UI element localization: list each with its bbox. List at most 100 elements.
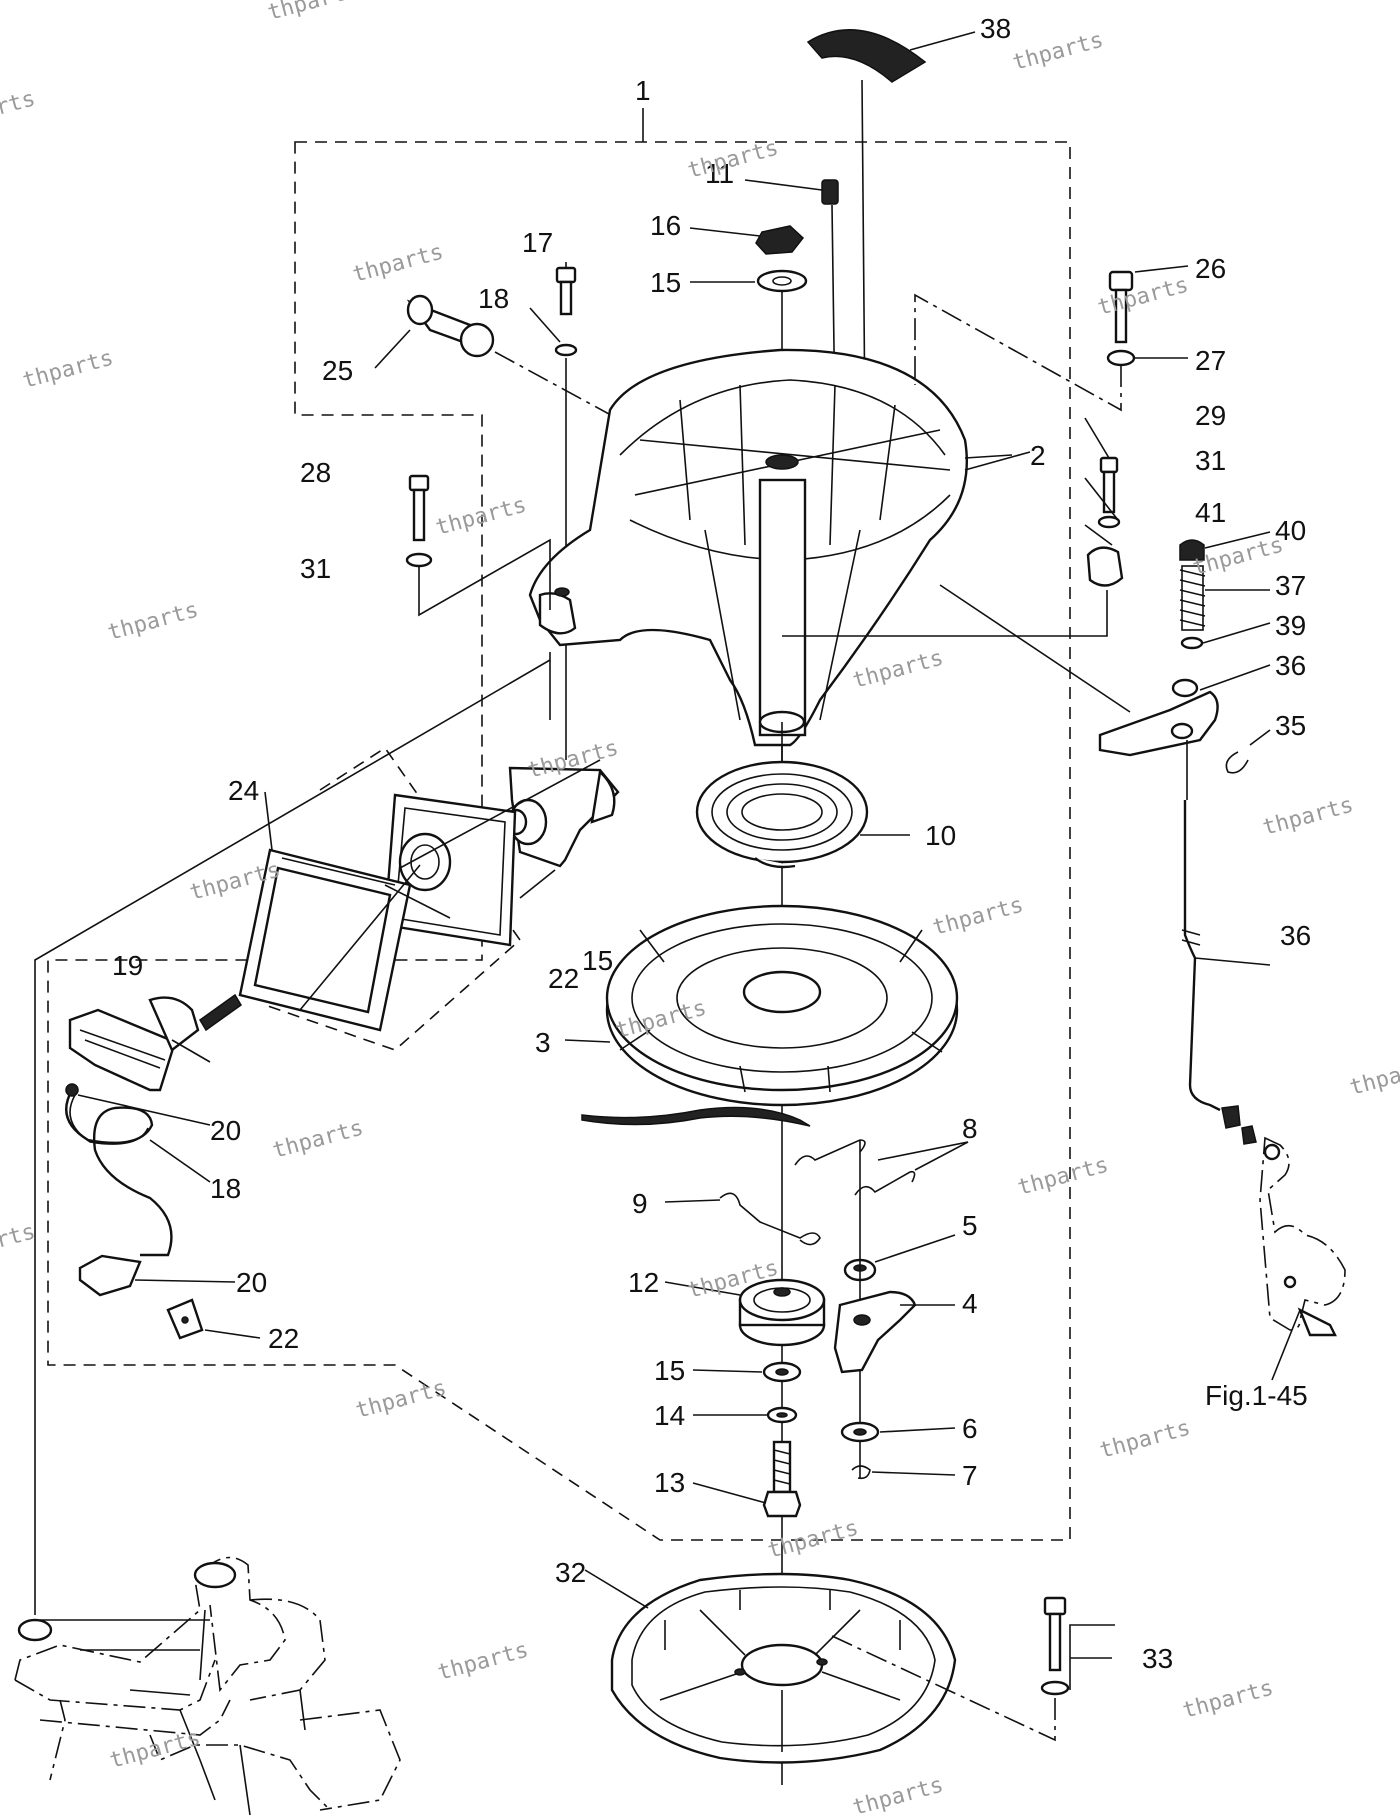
part-30-bolt-left-head <box>408 474 430 492</box>
part-33-bolt-head <box>1043 1596 1067 1616</box>
part-26-pin <box>406 294 495 358</box>
part-2-starter-housing <box>528 348 969 747</box>
callout-12: 12 <box>628 1267 659 1298</box>
callout-23: 20 <box>210 1115 241 1146</box>
callout-39: 40 <box>1275 515 1306 546</box>
watermark-19: thparts <box>353 1376 449 1424</box>
watermark-14: thparts <box>930 893 1026 941</box>
callout-8: 8 <box>962 1113 978 1144</box>
fig-1-45-linkage <box>1221 1105 1346 1337</box>
axis-30-31-left <box>418 538 551 617</box>
watermark-edge-right: thpa <box>1347 1063 1400 1101</box>
part-15-washer-lower-hole <box>775 1368 789 1376</box>
callout-4: 4 <box>962 1288 978 1319</box>
part-34-clip <box>1225 751 1249 774</box>
assembly-1-boundary <box>47 141 1071 1541</box>
callout-1: 1 <box>635 75 651 106</box>
callout-17: 15 <box>582 945 613 976</box>
watermark-17: thparts <box>1015 1153 1111 1201</box>
axis-26 <box>494 351 621 421</box>
watermark-21: thparts <box>765 1516 861 1564</box>
watermark-4: thparts <box>350 240 446 288</box>
part-30-bolt-right-head <box>1099 456 1119 474</box>
part-4-ratchet <box>833 1290 917 1374</box>
part-11-pin <box>821 179 839 205</box>
callout-11: 11 <box>705 158 734 189</box>
callout-27: 24 <box>228 775 259 806</box>
part-8-spring-b <box>854 1170 916 1196</box>
part-12-drive-plate <box>738 1278 826 1347</box>
part-18-bolt-head <box>555 266 577 284</box>
leader-lines <box>77 31 1271 1690</box>
callout-2: 2 <box>1030 440 1046 471</box>
part-30-bolt-right-shank <box>1102 470 1116 514</box>
watermark-1: thparts <box>265 0 361 26</box>
callout-30-left: 28 <box>300 457 331 488</box>
watermark-edge-left-2: rts <box>0 1219 38 1253</box>
part-3-sheave <box>581 904 959 1127</box>
watermark-25: thparts <box>850 1773 946 1819</box>
part-4-ratchet-hole <box>853 1314 871 1326</box>
watermark-9: thparts <box>105 598 201 646</box>
watermark-24: thparts <box>107 1726 203 1774</box>
callout-38: 36 <box>1280 920 1311 951</box>
callout-41: 38 <box>980 13 1011 44</box>
callout-13: 13 <box>654 1467 685 1498</box>
part-31-washer-left <box>405 552 433 568</box>
leader-fig-1-45 <box>1271 1309 1301 1381</box>
axis-33 <box>829 1634 1056 1742</box>
part-16-nut <box>755 225 805 255</box>
part-36-spring <box>1179 565 1206 631</box>
part-28-bolt-shank <box>1114 288 1128 344</box>
engine-body-reference <box>14 1556 401 1816</box>
axis-lower-cover <box>299 864 421 1011</box>
callout-3: 3 <box>535 1027 551 1058</box>
callout-19: 18 <box>478 283 509 314</box>
watermark-23: thparts <box>1180 1676 1276 1724</box>
watermark-16: thparts <box>270 1116 366 1164</box>
part-39-cap <box>1179 539 1205 561</box>
part-29-washer <box>1106 349 1136 367</box>
part-18-bolt-shank <box>559 280 573 316</box>
watermark-edge-left-1: rts <box>0 86 38 120</box>
sub-assembly-boundary <box>264 746 522 1051</box>
callout-30-right: 29 <box>1195 400 1226 431</box>
callout-labels: 38 1 11 16 15 17 18 25 26 27 2 29 31 41 … <box>112 13 1311 1674</box>
callout-29: 27 <box>1195 345 1226 376</box>
part-23-rope-end <box>65 1083 79 1097</box>
part-40-collar <box>1086 546 1124 587</box>
part-38-rod <box>1181 740 1221 1112</box>
part-21-rope <box>65 1089 173 1257</box>
part-13-bolt-thread <box>773 1449 791 1485</box>
callout-33: 33 <box>1142 1643 1173 1674</box>
callout-36: 37 <box>1275 570 1306 601</box>
callout-6: 6 <box>962 1413 978 1444</box>
callout-25: 22 <box>548 963 579 994</box>
callout-7: 7 <box>962 1460 978 1491</box>
part-25-boot <box>383 793 517 947</box>
part-30-bolt-left-shank <box>412 488 426 542</box>
callout-21: 18 <box>210 1173 241 1204</box>
callout-9: 9 <box>632 1188 648 1219</box>
callout-22: 20 <box>236 1267 267 1298</box>
axis-40-housing <box>782 590 1108 637</box>
watermark-12: thparts <box>1260 793 1356 841</box>
watermark-22: thparts <box>435 1638 531 1686</box>
part-27-gasket <box>238 848 412 1032</box>
part-10-spiral-spring <box>695 760 869 869</box>
callout-5: 5 <box>962 1210 978 1241</box>
part-13-bolt-shank <box>772 1440 792 1494</box>
callout-18: 17 <box>522 227 553 258</box>
axis-35-housing <box>939 584 1131 713</box>
callout-16: 16 <box>650 210 681 241</box>
watermark-20: thparts <box>1097 1416 1193 1464</box>
part-15-washer-top <box>756 269 808 293</box>
watermark-2: thparts <box>1010 28 1106 76</box>
part-17-bracket <box>504 766 620 868</box>
axis-28-29 <box>914 293 1122 412</box>
watermark-10: thparts <box>850 646 946 694</box>
callout-31-right: 31 <box>1195 445 1226 476</box>
part-24-plate <box>166 1298 204 1340</box>
part-14-spring-washer-hole <box>776 1412 788 1418</box>
